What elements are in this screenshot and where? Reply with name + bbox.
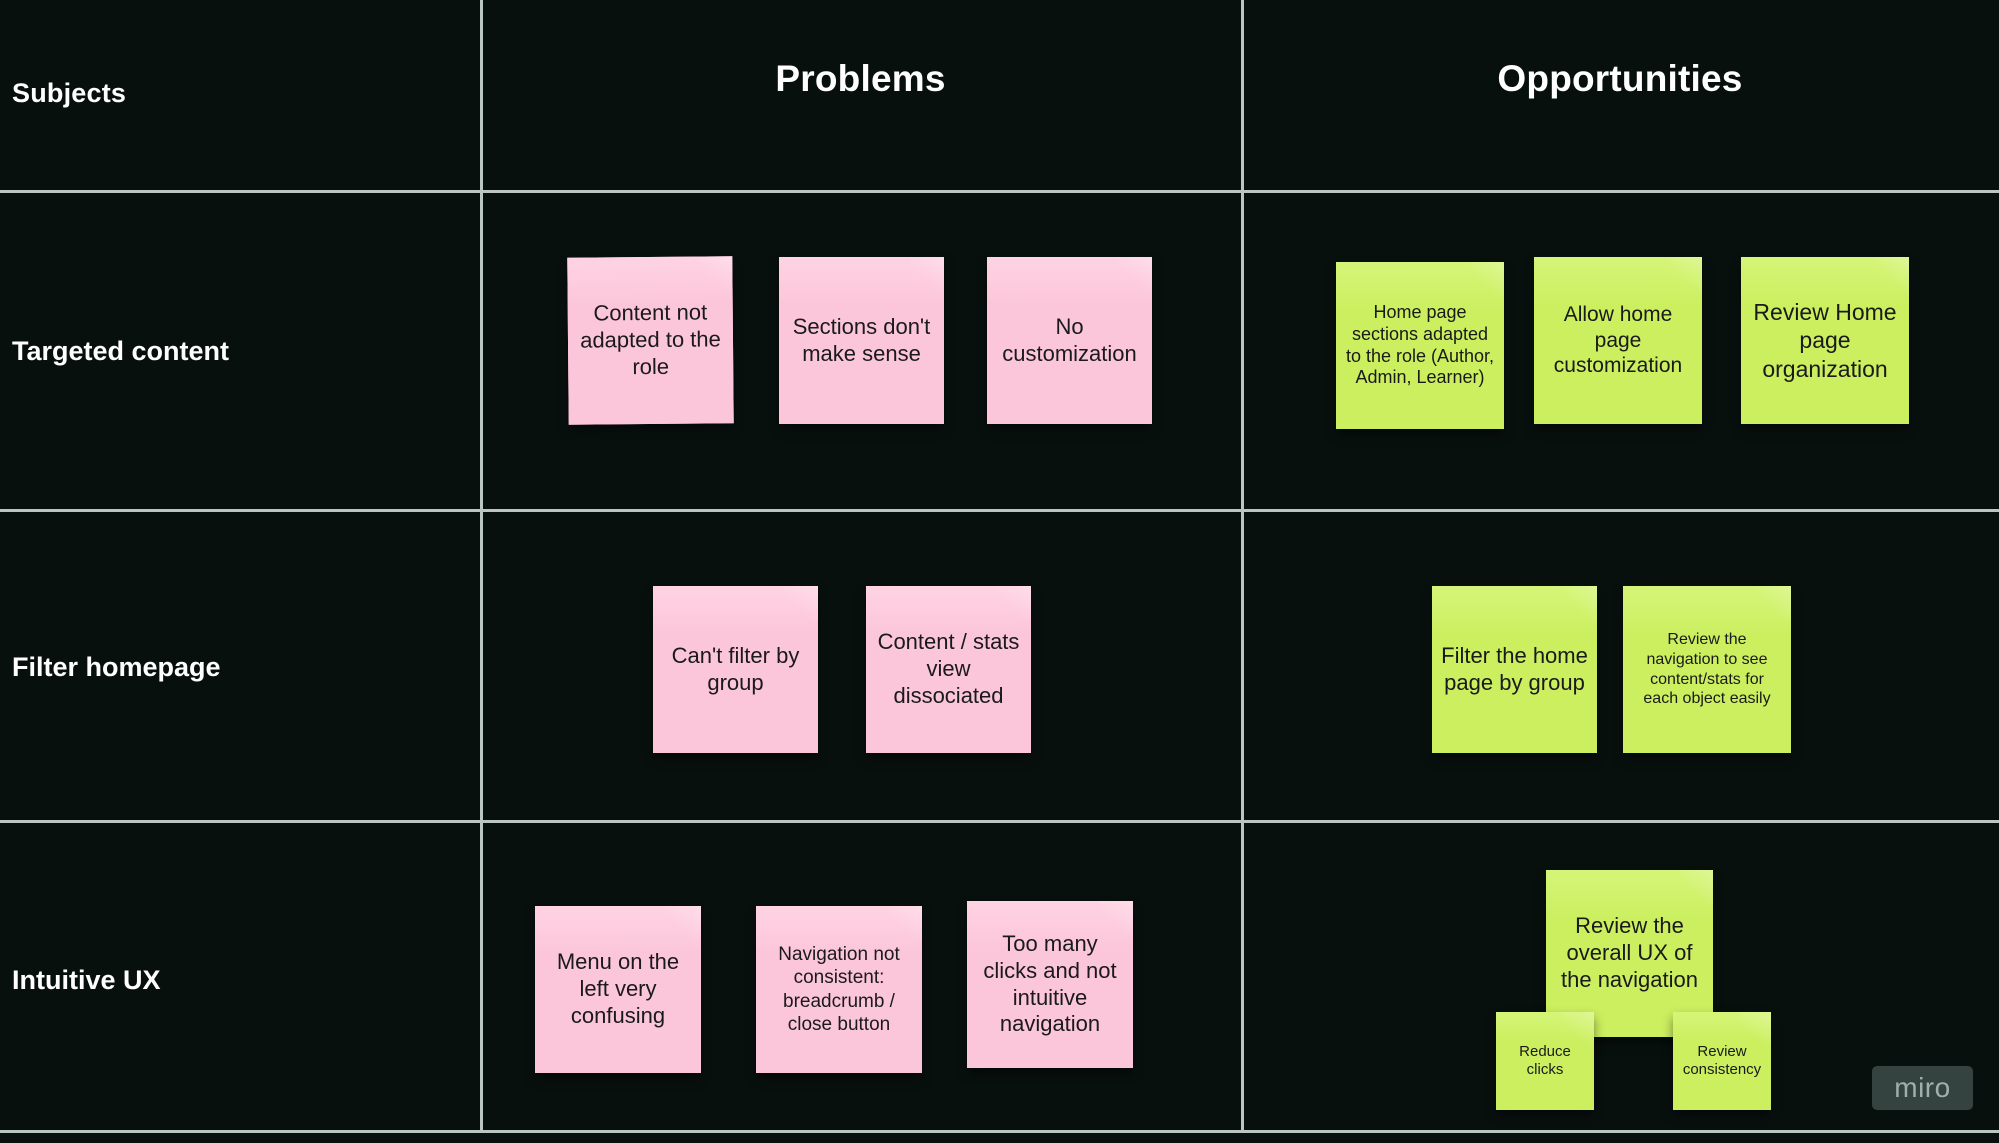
grid-horizontal-bottom [0,1130,1999,1133]
sticky-note[interactable]: Content / stats view dissociated [866,586,1031,753]
miro-watermark: miro [1872,1066,1973,1110]
sticky-note[interactable]: Review the navigation to see content/sta… [1623,586,1791,753]
sticky-note[interactable]: No customization [987,257,1152,424]
sticky-note[interactable]: Review consistency [1673,1012,1771,1110]
sticky-note[interactable]: Review Home page organization [1741,257,1909,424]
sticky-note[interactable]: Can't filter by group [653,586,818,753]
sticky-note-text: Review consistency [1682,1042,1762,1078]
grid-horizontal-row2-row3 [0,820,1999,823]
sticky-note[interactable]: Sections don't make sense [779,257,944,424]
sticky-note-text: Review the overall UX of the navigation [1561,913,1698,992]
sticky-note[interactable]: Too many clicks and not intuitive naviga… [967,901,1133,1068]
sticky-note[interactable]: Navigation not consistent: breadcrumb / … [756,906,922,1073]
column-header-subjects: Subjects [12,78,127,108]
sticky-note-text: Content not adapted to the role [580,299,721,380]
sticky-note-text: Reduce clicks [1519,1042,1571,1078]
sticky-note-text: Home page sections adapted to the role (… [1345,301,1495,388]
column-header-opportunities: Opportunities [1497,58,1743,99]
sticky-note[interactable]: Content not adapted to the role [567,256,734,425]
row-label-intuitive-ux: Intuitive UX [12,965,161,995]
grid-horizontal-header [0,190,1999,193]
sticky-note-text: Review the navigation to see content/sta… [1643,631,1771,708]
grid-vertical-subjects-problems [480,0,483,1133]
sticky-note[interactable]: Allow home page customization [1534,257,1702,424]
row-label-targeted-content: Targeted content [12,336,230,366]
sticky-note-text: Navigation not consistent: breadcrumb / … [778,944,900,1035]
sticky-note-text: Allow home page customization [1553,303,1683,378]
grid-horizontal-row1-row2 [0,509,1999,512]
sticky-note-text: Review Home page organization [1753,299,1897,382]
miro-watermark-label: miro [1894,1072,1951,1103]
sticky-note-text: Sections don't make sense [792,313,931,366]
sticky-note[interactable]: Filter the home page by group [1432,586,1597,753]
grid-vertical-problems-opportunities [1241,0,1244,1133]
sticky-note-text: Content / stats view dissociated [877,629,1020,708]
sticky-note[interactable]: Menu on the left very confusing [535,906,701,1073]
sticky-note-text: Too many clicks and not intuitive naviga… [983,930,1117,1037]
sticky-note-text: Menu on the left very confusing [556,949,680,1028]
column-header-problems: Problems [775,58,946,99]
sticky-note[interactable]: Home page sections adapted to the role (… [1336,262,1504,429]
sticky-note-text: Filter the home page by group [1441,642,1588,695]
sticky-note-text: No customization [1002,313,1137,366]
row-label-filter-homepage: Filter homepage [12,652,221,682]
sticky-note[interactable]: Reduce clicks [1496,1012,1594,1110]
sticky-note-text: Can't filter by group [671,642,800,695]
sticky-note[interactable]: Review the overall UX of the navigation [1546,870,1713,1037]
